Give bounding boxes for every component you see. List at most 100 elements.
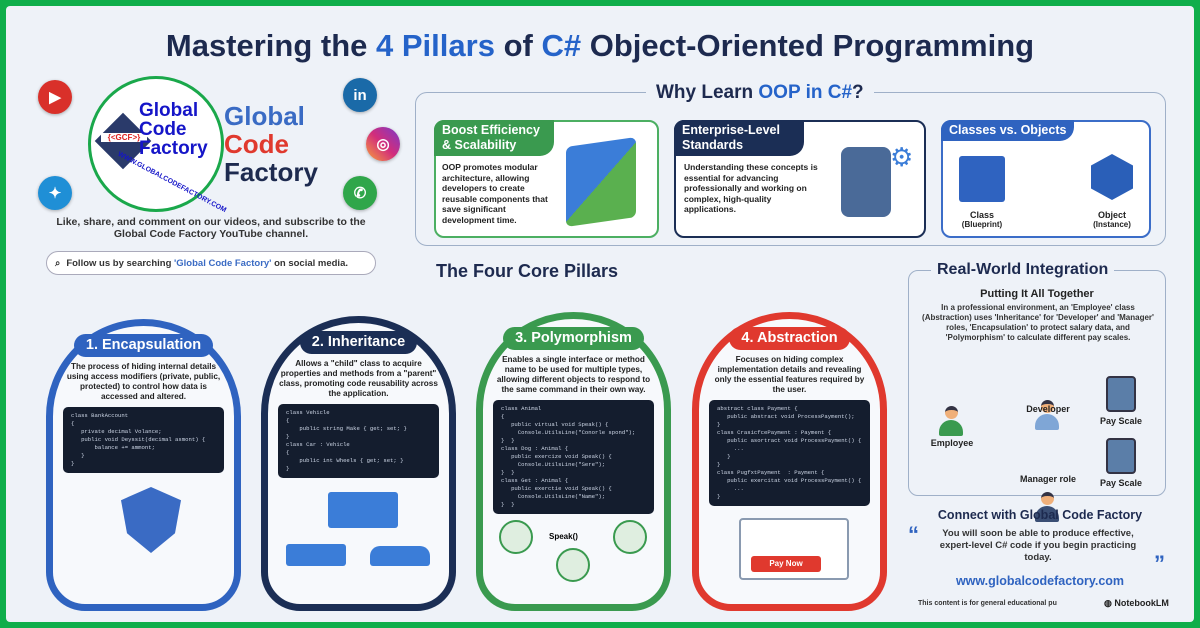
- server-icon: [841, 147, 891, 217]
- cat-icon: [556, 548, 590, 582]
- pillar-title: 4. Abstraction: [729, 327, 850, 350]
- illustration: [278, 482, 439, 604]
- cta-text: Like, share, and comment on our videos, …: [56, 216, 366, 240]
- pillar-desc: Enables a single interface or method nam…: [496, 355, 651, 394]
- code-line: }: [286, 433, 290, 440]
- cube-icon: [1091, 154, 1133, 200]
- manager-icon: [1034, 492, 1060, 522]
- logo-badge: {<GCF>}: [101, 133, 147, 142]
- pay-scale-label: Pay Scale: [1099, 416, 1143, 426]
- code-line: public virtual void Speak() {: [501, 421, 609, 428]
- truck-icon: [286, 544, 346, 566]
- card-text: OOP promotes modular architecture, allow…: [442, 162, 548, 225]
- employee-label: Employee: [930, 438, 974, 448]
- pillar-title: 3. Polymorphism: [503, 327, 644, 350]
- title-highlight: C#: [541, 28, 582, 63]
- pillar-desc: Allows a "child" class to acquire proper…: [279, 359, 438, 398]
- card-enterprise: Enterprise-Level Standards Understanding…: [674, 120, 926, 238]
- code-line: Console.UtilsLine("Sere");: [501, 461, 606, 468]
- code-line: Console.UtilsLine("Name");: [501, 493, 606, 500]
- quote-open-icon: “: [908, 522, 919, 547]
- whatsapp-icon[interactable]: ✆: [343, 176, 377, 210]
- brand-line: Global: [224, 101, 305, 131]
- illustration: Pay Now: [709, 510, 870, 604]
- code-line: {: [286, 417, 290, 424]
- twitter-icon[interactable]: ✦: [38, 176, 72, 210]
- card-text: Understanding these concepts is essentia…: [684, 162, 818, 214]
- employee-icon: [938, 406, 964, 436]
- real-world-title: Real-World Integration: [931, 261, 1115, 279]
- code-line: }: [286, 465, 290, 472]
- watermark-text: NotebookLM: [1114, 598, 1169, 608]
- card-classes-objects: Classes vs. Objects Class(Blueprint) Obj…: [941, 120, 1151, 238]
- card-efficiency: Boost Efficiency & Scalability OOP promo…: [434, 120, 659, 238]
- code-line: abstract class Payment {: [717, 405, 798, 412]
- object-sub: (Instance): [1093, 220, 1131, 229]
- pay-scale-label: Pay Scale: [1099, 478, 1143, 488]
- logo-text: Factory: [139, 138, 208, 159]
- website-link[interactable]: www.globalcodefactory.com: [955, 574, 1125, 588]
- code-line: } }: [501, 437, 515, 444]
- car-icon: [370, 546, 430, 566]
- notebooklm-watermark: ◍ NotebookLM: [1100, 597, 1173, 610]
- title-text: Object-Oriented Programming: [581, 28, 1035, 63]
- youtube-icon[interactable]: ▶: [38, 80, 72, 114]
- real-world-text: In a professional environment, an 'Emplo…: [922, 303, 1154, 342]
- illustration: [63, 477, 224, 604]
- code-line: ...: [717, 485, 744, 492]
- code-block: class Vehicle{ public string Make { get;…: [278, 404, 439, 478]
- code-line: {: [286, 449, 290, 456]
- code-line: }: [71, 460, 75, 467]
- search-icon: ⌕: [55, 257, 61, 269]
- card-title: Enterprise-Level Standards: [674, 120, 804, 156]
- pillar-inheritance: 2. Inheritance Allows a "child" class to…: [261, 316, 456, 611]
- code-line: private decimal Volance;: [71, 428, 162, 435]
- pillar-encapsulation: 1. Encapsulation The process of hiding i…: [46, 319, 241, 611]
- follow-search-bar[interactable]: ⌕ Follow us by searching 'Global Code Fa…: [46, 251, 376, 275]
- developer-label: Developer: [1026, 404, 1070, 414]
- card-title: Classes vs. Objects: [941, 120, 1075, 141]
- object-label: Object: [1097, 210, 1126, 220]
- calculator-icon: [1106, 438, 1136, 474]
- pillar-abstraction: 4. Abstraction Focuses on hiding complex…: [692, 312, 887, 611]
- code-line: class Car : Vehicle: [286, 441, 350, 448]
- title-text: of: [494, 28, 542, 63]
- code-line: public int Wheels { get; set; }: [286, 457, 404, 464]
- logo-text: Global: [139, 100, 199, 121]
- code-line: class Vehicle: [286, 409, 330, 416]
- code-line: Console.UtilsLine("Conorle spond");: [501, 429, 636, 436]
- follow-text: Follow us by searching 'Global Code Fact…: [66, 257, 348, 269]
- pillar-desc: The process of hiding internal details u…: [66, 362, 221, 401]
- code-line: public exercize void Speak() {: [501, 453, 612, 460]
- infographic: Mastering the 4 Pillars of C# Object-Ori…: [6, 6, 1194, 622]
- disclaimer: This content is for general educational …: [918, 600, 1057, 607]
- dog-icon: [499, 520, 533, 554]
- pay-now-button[interactable]: Pay Now: [751, 556, 821, 572]
- title-text: Mastering the: [165, 28, 377, 63]
- why-learn-title: Why Learn OOP in C#?: [646, 82, 874, 104]
- gear-icon: ⚙: [890, 142, 914, 172]
- code-block: class BankAccount{ private decimal Volan…: [63, 407, 224, 473]
- code-line: public abstract void ProcessPayment();: [717, 413, 855, 420]
- illustration: Speak(): [493, 518, 654, 604]
- connect-title: Connect with Global Code Factory: [937, 508, 1143, 522]
- code-line: class Animal: [501, 405, 542, 412]
- notebooklm-icon: ◍: [1104, 598, 1115, 608]
- pillar-desc: Focuses on hiding complex implementation…: [714, 355, 865, 394]
- quote-close-icon: ”: [1154, 551, 1165, 576]
- code-line: class Get : Animal {: [501, 477, 569, 484]
- brand-line: Factory: [224, 157, 318, 187]
- code-line: }: [717, 461, 721, 468]
- speak-label: Speak(): [549, 532, 578, 541]
- instagram-icon[interactable]: ◎: [366, 127, 400, 161]
- code-line: }: [717, 493, 721, 500]
- page-title: Mastering the 4 Pillars of C# Object-Ori…: [6, 28, 1194, 64]
- code-line: } }: [501, 501, 515, 508]
- code-line: }: [71, 452, 85, 459]
- pillar-title: 2. Inheritance: [299, 331, 418, 354]
- brand-line: Code: [224, 129, 289, 159]
- real-world-subtitle: Putting It All Together: [980, 288, 1094, 300]
- linkedin-icon[interactable]: in: [343, 78, 377, 112]
- code-line: public exercitat void ProcessPayment() {: [717, 477, 862, 484]
- code-line: {: [501, 413, 505, 420]
